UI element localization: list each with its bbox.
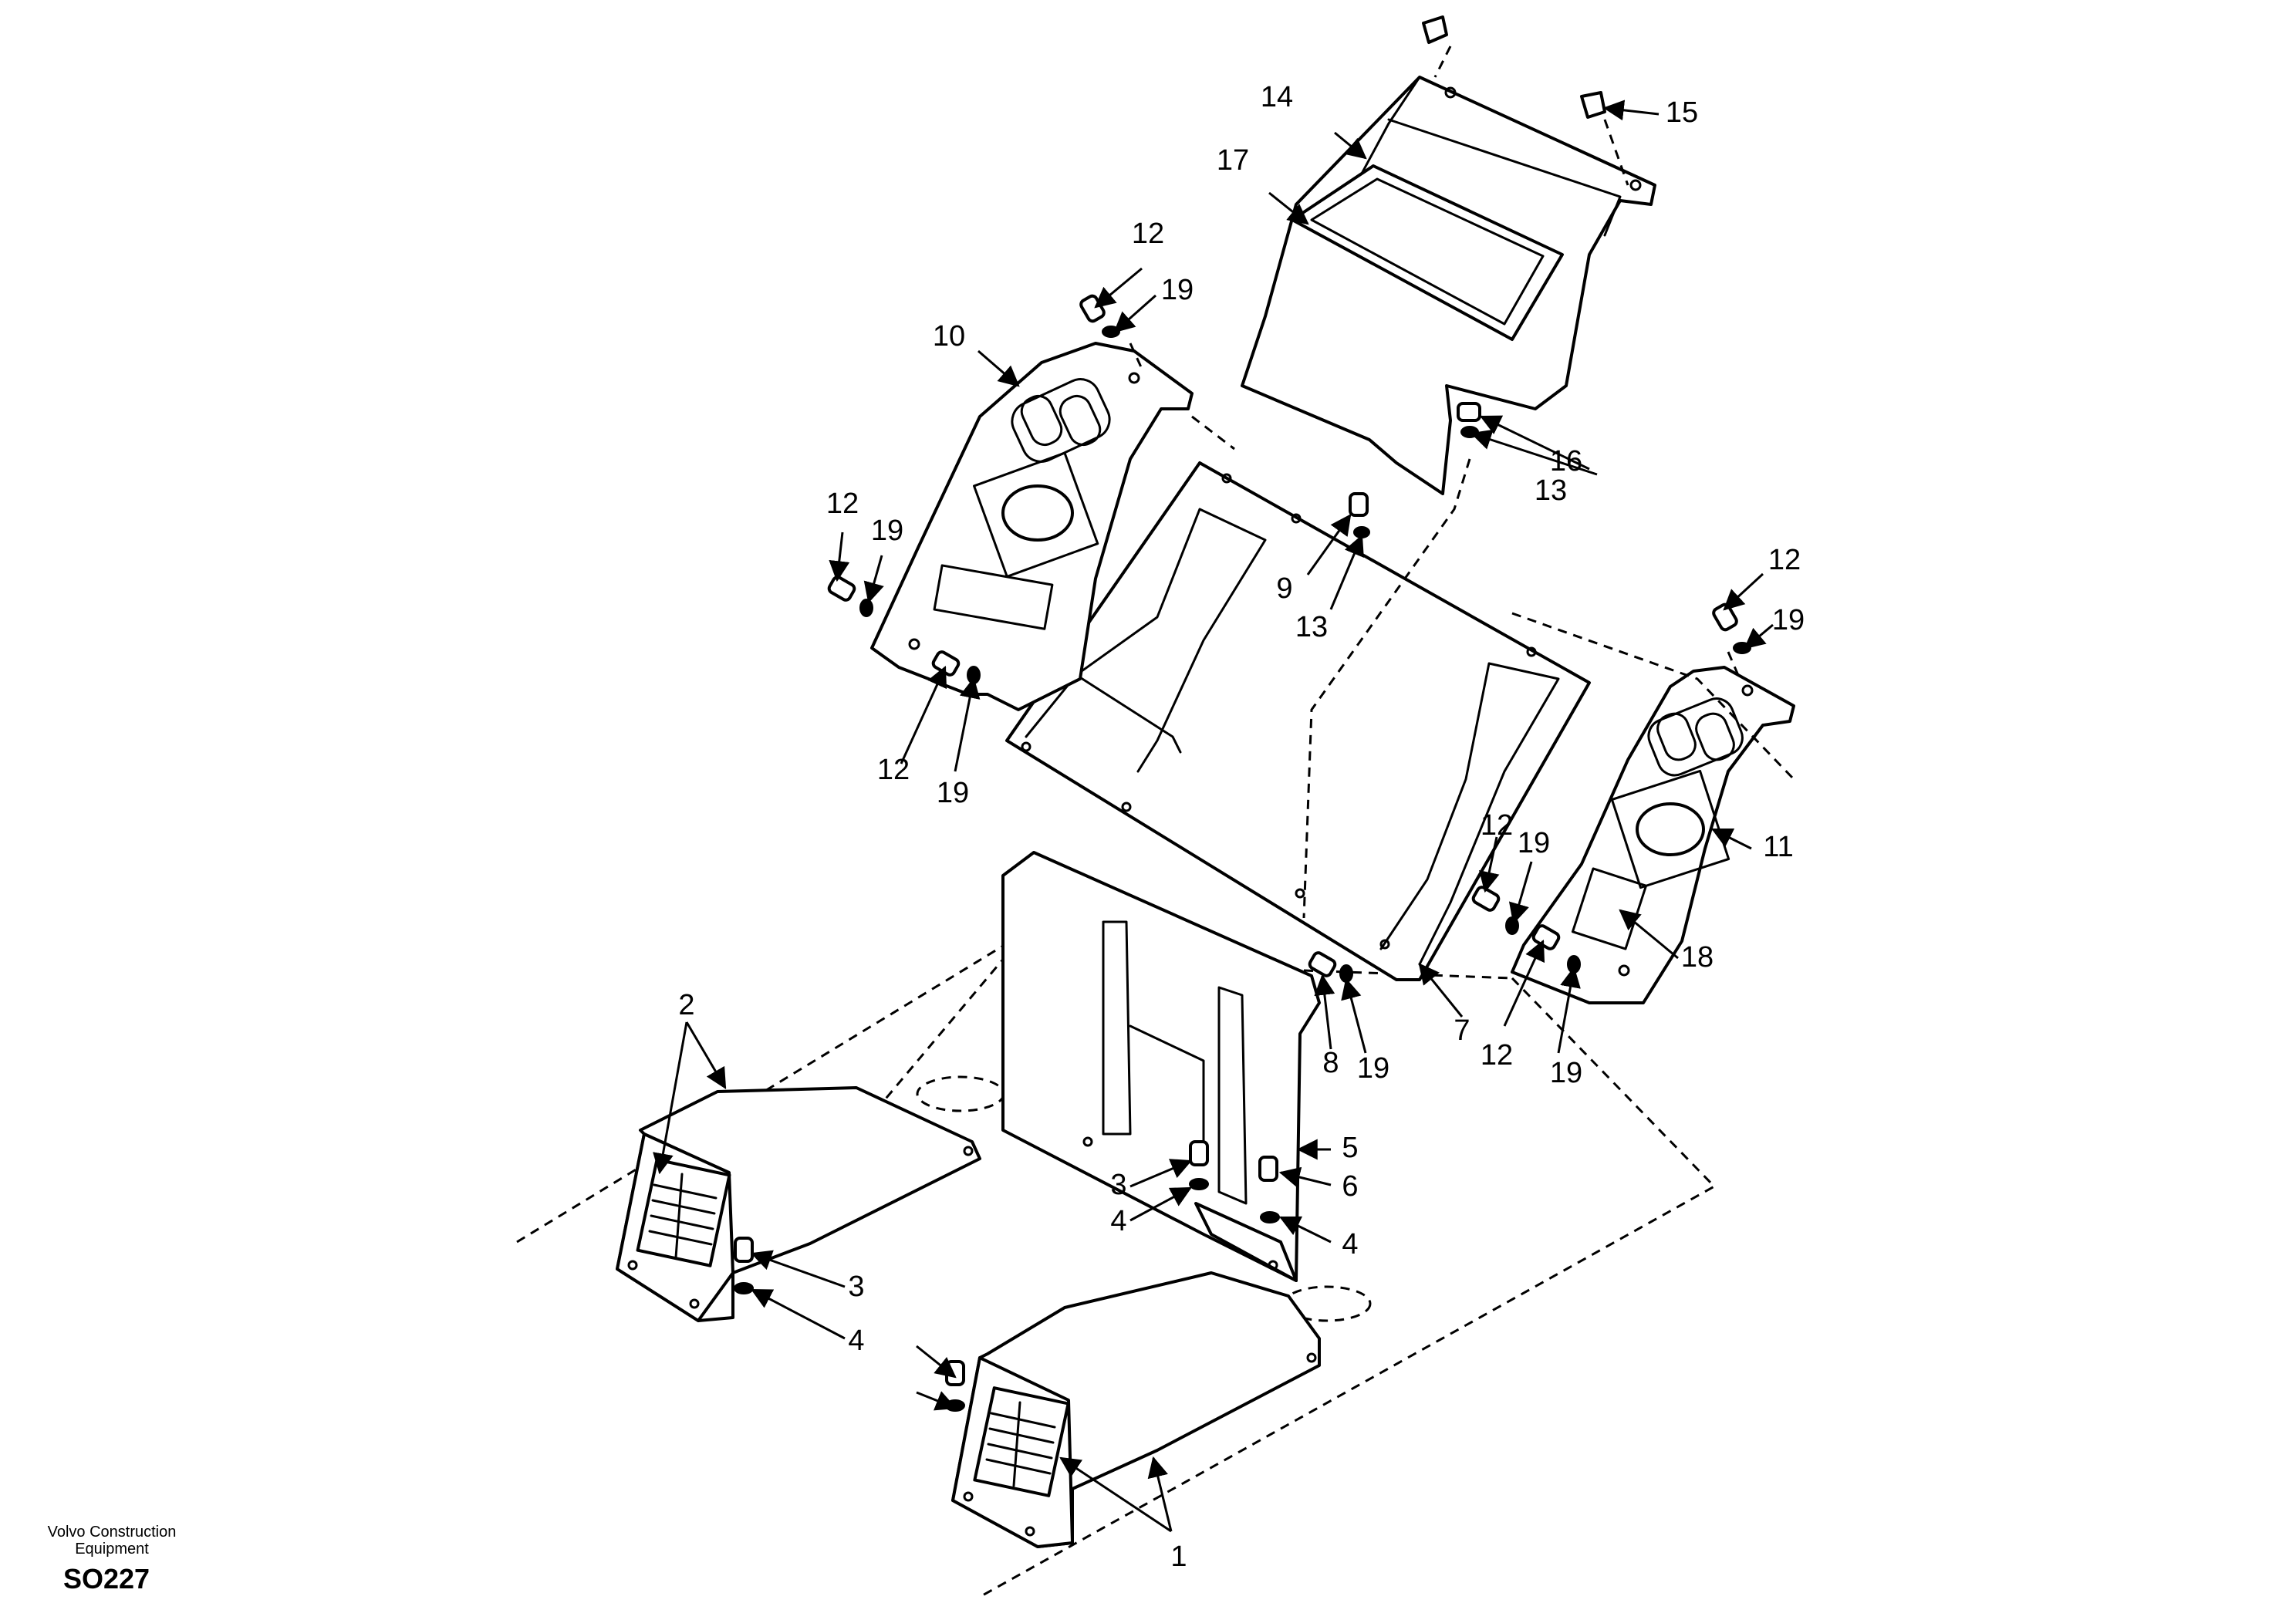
bolt-icon: [1258, 1156, 1278, 1182]
callout-6: 6: [1342, 1170, 1358, 1203]
right-console: [1511, 666, 1795, 1004]
callout-19: 19: [1357, 1052, 1389, 1085]
clip-icon: [1422, 15, 1448, 44]
callout-3: 3: [1110, 1169, 1126, 1201]
callout-14: 14: [1261, 81, 1293, 113]
bolt-icon: [1457, 402, 1481, 422]
callout-11: 11: [1763, 831, 1793, 863]
bolt-icon: [1189, 1140, 1209, 1166]
callout-9: 9: [1276, 572, 1292, 605]
left-step-cover: [616, 1086, 981, 1322]
callout-15: 15: [1666, 96, 1698, 129]
assembly-dashed-lines: [1129, 46, 1741, 919]
washer-icon: [1189, 1178, 1209, 1190]
callout-12: 12: [877, 754, 910, 786]
callout-13: 13: [1295, 611, 1328, 643]
callout-19: 19: [1518, 827, 1550, 859]
fasteners: [734, 15, 1751, 1412]
washer-icon: [859, 599, 873, 617]
callout-4: 4: [1342, 1228, 1358, 1261]
callout-12: 12: [1132, 218, 1164, 250]
bolt-icon: [1349, 492, 1369, 517]
callout-7: 7: [1454, 1014, 1470, 1047]
callout-12: 12: [826, 488, 859, 520]
callout-19: 19: [1772, 604, 1805, 636]
callout-19: 19: [1550, 1057, 1582, 1089]
callout-12: 12: [1768, 544, 1801, 576]
callout-17: 17: [1217, 144, 1249, 177]
callout-8: 8: [1322, 1047, 1339, 1079]
center-rear-panel: [1001, 851, 1321, 1282]
bolt-icon: [827, 575, 856, 602]
washer-icon: [1353, 526, 1370, 538]
callout-2: 2: [678, 989, 694, 1021]
washer-icon: [1102, 326, 1120, 338]
callout-5: 5: [1342, 1132, 1358, 1164]
callout-19: 19: [871, 515, 903, 547]
callout-12: 12: [1481, 1039, 1513, 1072]
bolt-icon: [734, 1237, 754, 1263]
callout-labels: 1 2 3 3 4 4 4 5 6 7 8 9 10 11 12 12 12 1…: [678, 81, 1805, 1573]
callout-12: 12: [1481, 809, 1513, 842]
callout-3: 3: [848, 1271, 864, 1303]
washer-icon: [1260, 1211, 1280, 1223]
callout-1: 1: [1170, 1541, 1187, 1573]
front-step-cover: [951, 1271, 1321, 1548]
callout-19: 19: [937, 777, 969, 809]
callout-4: 4: [1110, 1205, 1126, 1237]
clip-icon: [1580, 91, 1606, 119]
callout-4: 4: [848, 1325, 864, 1357]
right-console-dashed-outline: [1511, 612, 1795, 781]
leader-lines: [653, 100, 1774, 1533]
callout-13: 13: [1535, 474, 1567, 507]
bolt-icon: [1308, 951, 1337, 977]
storage-box: [1241, 76, 1656, 495]
left-console-dashed-outline: [1191, 415, 1235, 451]
center-frame: [1005, 461, 1591, 981]
callout-10: 10: [933, 320, 965, 353]
washer-icon: [1505, 916, 1519, 935]
washer-icon: [734, 1282, 754, 1294]
bolt-icon: [1079, 294, 1106, 323]
washer-icon: [1339, 964, 1353, 983]
callout-19: 19: [1161, 274, 1194, 306]
credit-line-2: Equipment: [75, 1541, 149, 1558]
left-console: [870, 342, 1194, 711]
callout-18: 18: [1681, 941, 1714, 974]
callout-16: 16: [1550, 445, 1582, 478]
figure-code: SO227: [63, 1563, 150, 1595]
bolt-icon: [1712, 602, 1738, 632]
credit-line-1: Volvo Construction: [47, 1524, 177, 1541]
